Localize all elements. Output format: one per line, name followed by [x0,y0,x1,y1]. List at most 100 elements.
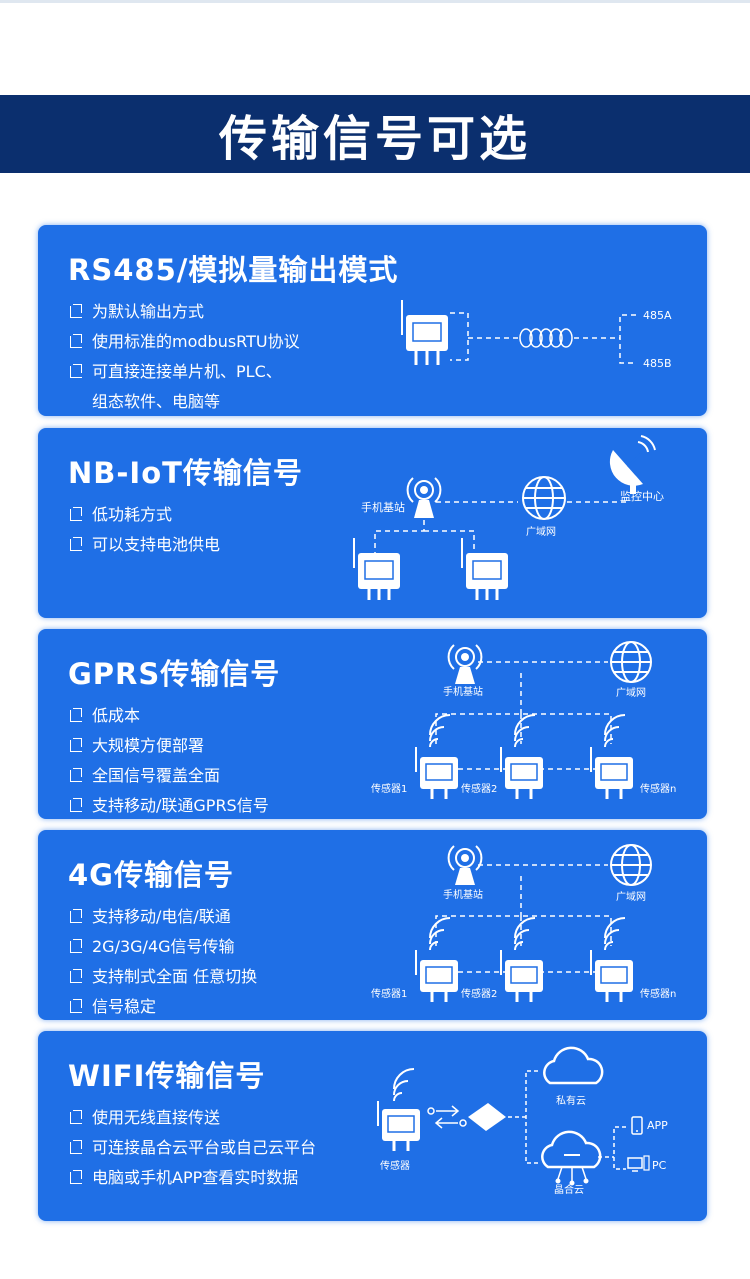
sensor-device-icon [401,300,448,365]
cable-coil-icon [519,328,573,348]
list-item: 使用标准的modbusRTU协议 [70,327,300,357]
list-item: 大规模方便部署 [70,731,269,761]
list-item: 2G/3G/4G信号传输 [70,932,257,962]
checkbox-icon [70,738,82,752]
tower-icon [447,644,483,684]
label-network: 广域网 [616,890,646,903]
checkbox-icon [70,1110,82,1124]
data-transfer-icon [427,1105,467,1129]
list-item: 信号稳定 [70,992,257,1020]
sensor-device-icon [590,917,633,1002]
sensor-device-icon [590,714,633,799]
cloud-icon [543,1046,604,1085]
label-private-cloud: 私有云 [556,1094,586,1107]
sensor-device-icon [353,538,400,600]
title-banner: 传输信号可选 [0,95,750,173]
card-title: RS485/模拟量输出模式 [68,253,399,287]
checkbox-icon [70,969,82,983]
satellite-dish-icon [609,435,656,494]
checkbox-icon [70,334,82,348]
label-sensor-2: 传感器2 [461,987,497,1000]
list-item: 支持制式全面 任意切换 [70,962,257,992]
checkbox-icon [70,304,82,318]
sensor-device-icon [415,917,458,1002]
list-item: 支持移动/电信/联通 [70,902,257,932]
label-485a: 485A [643,309,672,322]
feature-list: 为默认输出方式 使用标准的modbusRTU协议 可直接连接单片机、PLC、 组… [70,297,300,416]
label-sensor-1: 传感器1 [371,987,407,1000]
card-gprs: 手机基站 广域网 [38,629,707,819]
feature-list: 低成本 大规模方便部署 全国信号覆盖全面 支持移动/联通GPRS信号 [70,701,269,819]
checkbox-icon [70,768,82,782]
computer-icon [627,1155,650,1172]
list-item: 组态软件、电脑等 [92,392,221,411]
router-icon [468,1103,506,1131]
checkbox-icon [70,1140,82,1154]
list-item: 全国信号覆盖全面 [70,761,269,791]
label-sensor-1: 传感器1 [371,782,407,795]
label-monitor: 监控中心 [620,489,664,503]
checkbox-icon [70,909,82,923]
label-sensor: 传感器 [380,1159,410,1172]
list-item: 低功耗方式 [70,500,220,530]
label-station: 手机基站 [361,500,405,514]
card-title: GPRS传输信号 [68,657,281,691]
feature-list: 低功耗方式 可以支持电池供电 [70,500,220,560]
card-title: NB-IoT传输信号 [68,456,303,490]
checkbox-icon [70,708,82,722]
globe-icon [522,476,566,520]
sensor-device-icon [461,538,508,600]
card-nb-iot: 手机基站 广域网 监控中心 [38,428,707,618]
cloud-network-icon [541,1130,602,1186]
checkbox-icon [70,999,82,1013]
feature-list: 支持移动/电信/联通 2G/3G/4G信号传输 支持制式全面 任意切换 信号稳定 [70,902,257,1020]
label-pc: PC [652,1159,667,1172]
sensor-device-icon [377,1068,420,1151]
rs485-diagram: 485A 485B [401,300,672,370]
globe-icon [610,844,652,886]
sensor-device-icon [500,714,543,799]
label-station: 手机基站 [443,888,483,901]
sensor-device-icon [415,714,458,799]
feature-list: 使用无线直接传送 可连接晶合云平台或自己云平台 电脑或手机APP查看实时数据 [70,1103,316,1193]
checkbox-icon [70,537,82,551]
phone-icon [631,1116,643,1135]
label-network: 广域网 [616,686,646,699]
checkbox-icon [70,1170,82,1184]
label-jinghe-cloud: 晶合云 [554,1183,584,1196]
list-item: 电脑或手机APP查看实时数据 [70,1163,316,1193]
checkbox-icon [70,507,82,521]
list-item: 可连接晶合云平台或自己云平台 [70,1133,316,1163]
top-divider [0,0,750,3]
list-item: 支持移动/联通GPRS信号 [70,791,269,819]
label-485b: 485B [643,357,672,370]
card-title: WIFI传输信号 [68,1059,266,1093]
label-app: APP [647,1119,668,1132]
checkbox-icon [70,798,82,812]
label-network: 广域网 [526,525,556,538]
sensor-device-icon [500,917,543,1002]
card-title: 4G传输信号 [68,858,234,892]
list-item: 使用无线直接传送 [70,1103,316,1133]
nb-iot-diagram: 手机基站 广域网 监控中心 [353,435,664,600]
label-sensor-n: 传感器n [640,782,676,795]
tower-icon [447,845,483,885]
list-item: 可直接连接单片机、PLC、 [70,357,300,387]
gprs-diagram: 手机基站 广域网 [371,641,676,799]
label-sensor-2: 传感器2 [461,782,497,795]
tower-icon [406,477,442,518]
list-item: 可以支持电池供电 [70,530,220,560]
card-rs485: 485A 485B RS485/模拟量输出模式 为默认输出方式 使用标准的mod… [38,225,707,416]
checkbox-icon [70,939,82,953]
page-title: 传输信号可选 [218,111,531,167]
list-item: 为默认输出方式 [70,297,300,327]
card-4g: 手机基站 广域网 [38,830,707,1020]
checkbox-icon [70,364,82,378]
card-wifi: 传感器 私有云 晶合云 [38,1031,707,1221]
wifi-diagram: 传感器 私有云 晶合云 [377,1046,668,1196]
globe-icon [610,641,652,683]
4g-diagram: 手机基站 广域网 [371,844,676,1002]
label-station: 手机基站 [443,685,483,698]
list-item: 低成本 [70,701,269,731]
label-sensor-n: 传感器n [640,987,676,1000]
